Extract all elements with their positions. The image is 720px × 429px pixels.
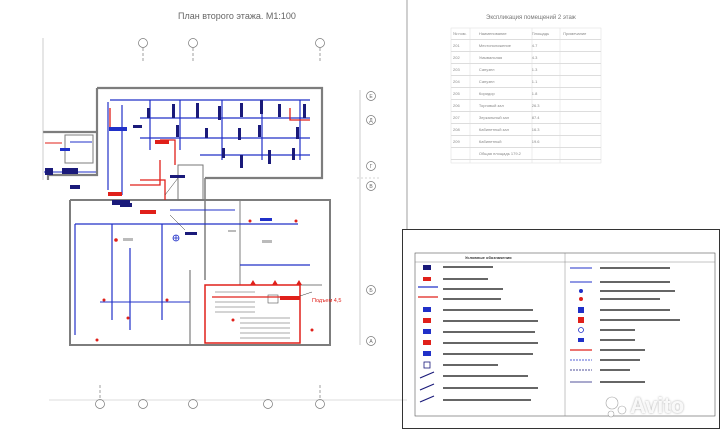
building-walls [43, 86, 331, 346]
axis-bubbles-right [366, 91, 376, 346]
axis-label-g: Г [370, 164, 373, 170]
table-total-row: Общая площадь 179.2 [451, 147, 601, 160]
axis-label-a: А [369, 339, 373, 345]
table-header-cell: Примечание [561, 28, 601, 40]
legend-title: Условные обозначения [465, 255, 512, 260]
axis-label-e: Е [369, 94, 373, 100]
table-header-cell: Площадь [529, 28, 562, 40]
room-table-title: Экспликация помещений 2 этаж [486, 15, 576, 21]
navy-risers [45, 100, 306, 205]
equipment-tags [60, 127, 300, 300]
axis-label-b: Б [369, 288, 373, 294]
fixture-symbols [95, 219, 314, 342]
axis-label-d: Д [369, 118, 373, 124]
room-table: № пом. Наименование Площадь Примечание 2… [451, 28, 601, 160]
floor-mark-label: Подъем 4,5 [312, 298, 341, 304]
staircase [204, 284, 301, 344]
avito-logo-icon [605, 396, 627, 418]
axis-label-v: В [369, 184, 373, 190]
plan-title: План второго этажа. М1:100 [178, 11, 296, 21]
table-header-row: № пом. Наименование Площадь Примечание [451, 28, 601, 40]
table-header-cell: № пом. [451, 28, 477, 40]
table-total: Общая площадь 179.2 [476, 147, 601, 160]
avito-watermark: Avito [630, 393, 685, 418]
axis-bubbles-top [138, 38, 325, 62]
table-header-cell: Наименование [476, 28, 530, 40]
legend-rows [418, 265, 680, 403]
axis-bubbles-bottom [95, 385, 325, 409]
